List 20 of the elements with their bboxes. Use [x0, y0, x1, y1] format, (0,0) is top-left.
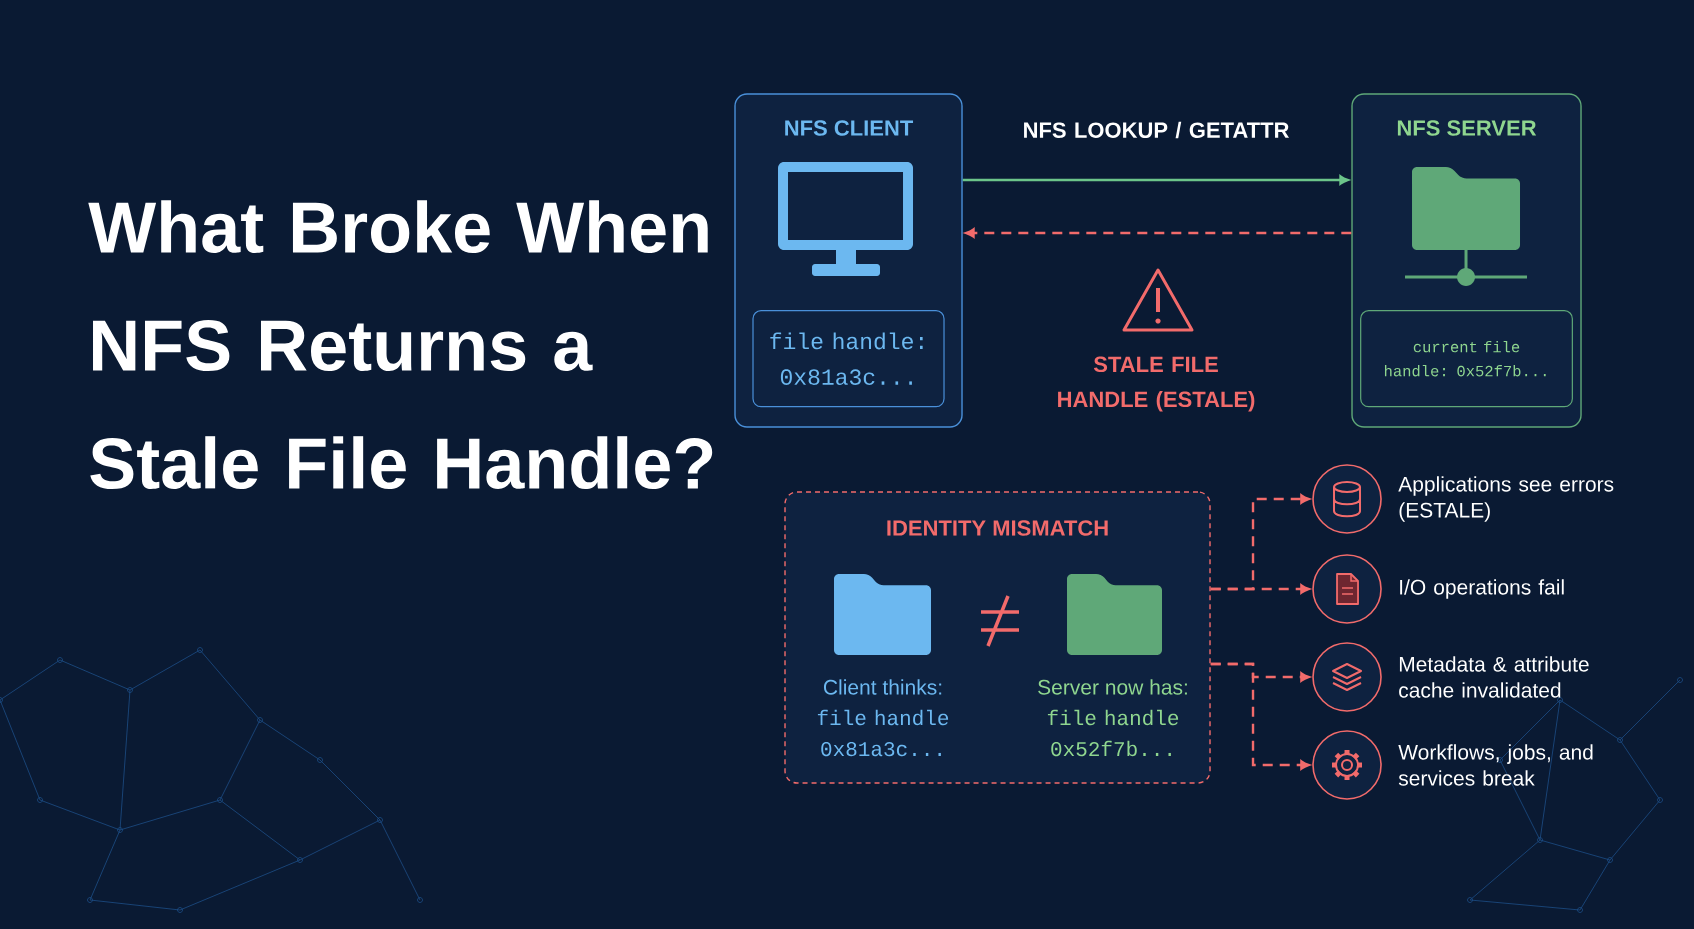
caption-text: Server now has:: [1038, 679, 1187, 695]
caption-text: Applications see errors (ESTALE): [1398, 476, 1614, 522]
handle-text: file handle 0x81a3c...: [817, 709, 949, 757]
caption-text: Workflows, jobs, and services break: [1398, 744, 1593, 786]
caption-text: I/O operations fail: [1400, 579, 1564, 599]
handle-box: current file handle: 0x52f7b...: [1360, 310, 1573, 408]
arrow: [1210, 584, 1310, 594]
handle-box: file handle: 0x81a3c...: [752, 310, 945, 408]
handle-text: file handle 0x52f7b...: [1047, 709, 1179, 757]
title: What Broke When NFS Returns a Stale File Handle?: [88, 200, 713, 490]
warning-text: STALE FILE HANDLE (ESTALE): [1058, 356, 1255, 412]
icon-circle: [1312, 642, 1382, 712]
icon-circle: [1312, 464, 1382, 534]
edge-label: NFS LOOKUP / GETATTR: [1024, 121, 1289, 139]
caption-text: Metadata & attribute cache invalidated: [1399, 656, 1589, 698]
caption-text: Client thinks:: [823, 679, 942, 695]
arrow: [965, 228, 1352, 238]
icon-circle: [1312, 730, 1382, 800]
arrow: [1210, 662, 1310, 770]
arrow: [962, 175, 1349, 185]
